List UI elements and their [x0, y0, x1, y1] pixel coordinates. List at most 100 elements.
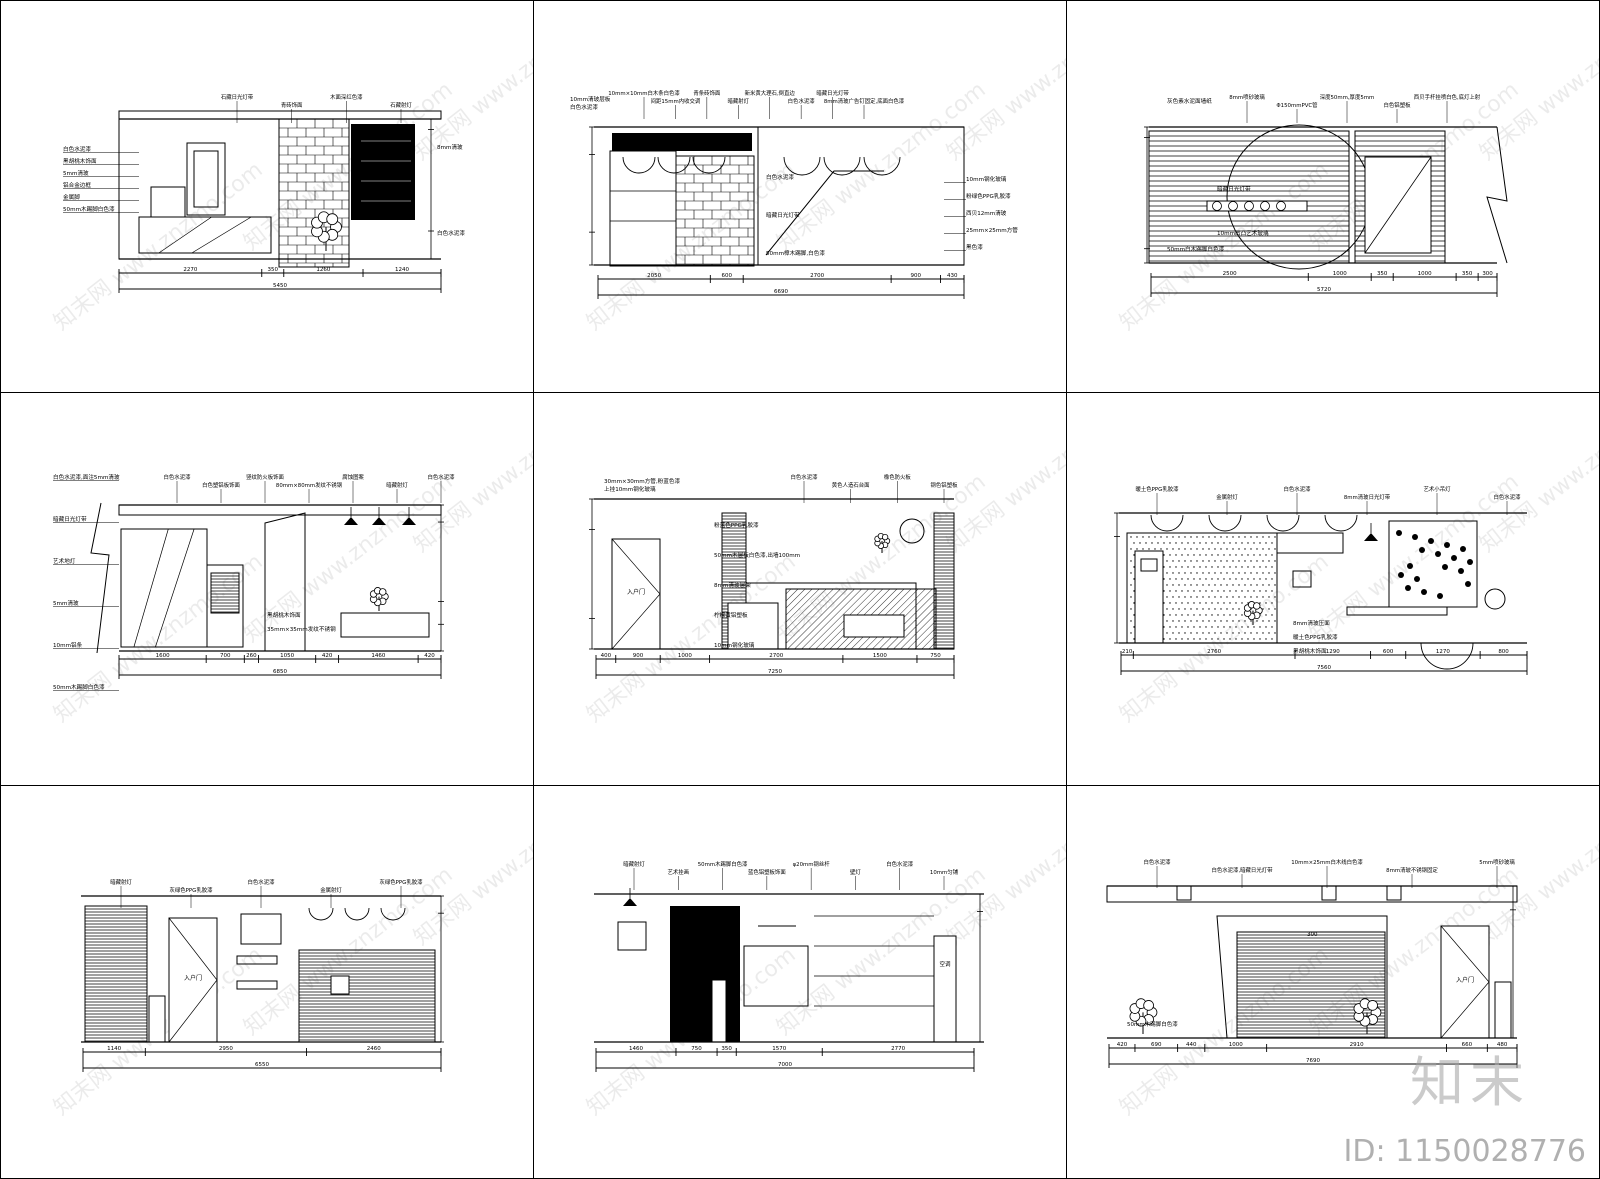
texture-dot [1160, 548, 1162, 550]
texture-dot [1166, 620, 1168, 622]
texture-dot [1130, 608, 1132, 610]
texture-dot [1166, 608, 1168, 610]
texture-dot [1223, 614, 1225, 616]
texture-dot [1175, 590, 1177, 592]
dimension-value: 300 [1482, 271, 1493, 277]
door-label: 入户门 [1456, 976, 1474, 984]
texture-dot [1232, 596, 1234, 598]
console-table [340, 612, 430, 638]
texture-dot [1274, 620, 1276, 622]
texture-dot [1181, 590, 1183, 592]
texture-dot [1178, 632, 1180, 634]
callout-label: 白色水泥漆 [63, 145, 91, 153]
painting-leaf [1428, 538, 1434, 544]
dimension-value: 1000 [1333, 271, 1347, 277]
dimension-value: 2760 [1207, 649, 1221, 655]
texture-dot [1238, 632, 1240, 634]
pvc-pipe [1228, 201, 1238, 211]
texture-dot [1265, 638, 1267, 640]
callout-label: 50mm樟木踢脚,白色漆 [766, 249, 825, 257]
texture-dot [1238, 560, 1240, 562]
callout-label: 5mm清玻 [53, 599, 79, 607]
dimension-value: 750 [691, 1046, 702, 1052]
texture-dot [1220, 536, 1222, 538]
door-vent [1140, 558, 1158, 572]
side-cabinet [1494, 981, 1512, 1039]
texture-dot [1133, 578, 1135, 580]
refrigerator [727, 602, 779, 650]
texture-dot [1133, 542, 1135, 544]
ceiling-block [1321, 885, 1337, 901]
callout-label: 青条砖饰面 [693, 89, 721, 97]
texture-dot [1208, 632, 1210, 634]
texture-dot [1229, 554, 1231, 556]
texture-dot [1205, 578, 1207, 580]
texture-dot [1217, 638, 1219, 640]
texture-dot [1217, 626, 1219, 628]
wall-picture [240, 913, 282, 945]
texture-dot [1175, 602, 1177, 604]
callout-label: 30mm×30mm方管,粉蓝色漆 [604, 477, 680, 485]
texture-dot [1205, 626, 1207, 628]
hatch-border [210, 572, 240, 614]
texture-dot [1193, 590, 1195, 592]
texture-dot [1241, 578, 1243, 580]
inner-callouts: 粉蓝色PPG乳胶漆50mm木层板白色漆,出墙100mm8mm清玻层架柠檬黄铝塑板… [714, 521, 800, 649]
callout-label: 白色塑铝板饰面 [202, 481, 240, 489]
texture-dot [1274, 560, 1276, 562]
texture-dot [1256, 548, 1258, 550]
texture-dot [1235, 602, 1237, 604]
texture-dot [1226, 608, 1228, 610]
texture-dot [1268, 608, 1270, 610]
texture-dot [1169, 554, 1171, 556]
texture-dot [1172, 608, 1174, 610]
callout-label: 35mm×35mm发纹不锈钢 [267, 625, 336, 633]
painting-leaf [1405, 585, 1411, 591]
texture-dot [1268, 548, 1270, 550]
texture-dot [1247, 554, 1249, 556]
dimension-value: 2270 [183, 267, 197, 273]
track-spotlight [623, 888, 637, 906]
texture-dot [1205, 566, 1207, 568]
dimension-value: 1140 [107, 1046, 121, 1052]
texture-dot [1130, 536, 1132, 538]
callout-label: 10mm钢化玻璃 [966, 175, 1007, 183]
pvc-pipe [1244, 201, 1254, 211]
texture-dot [1196, 536, 1198, 538]
texture-dot [1175, 626, 1177, 628]
texture-dot [1223, 602, 1225, 604]
texture-dot [1244, 560, 1246, 562]
watermark-text: 知末网 www.znzmo.com [1305, 863, 1523, 1041]
texture-dot [1199, 590, 1201, 592]
texture-dot [1169, 590, 1171, 592]
dimension-value: 2050 [647, 273, 661, 279]
texture-dot [1232, 560, 1234, 562]
texture-dot [1181, 602, 1183, 604]
callout-label: 8mm清玻日光灯带 [1344, 493, 1391, 501]
painting-leaf [1419, 547, 1425, 553]
watermark-text: 知末网 www.znzmo.com [1475, 1, 1600, 166]
painting-leaf [1458, 568, 1464, 574]
entry-door: 入户门 [1440, 925, 1490, 1039]
niche-shelving [609, 150, 677, 267]
texture-dot [1211, 614, 1213, 616]
texture-dot [1220, 632, 1222, 634]
ceiling-block [1386, 885, 1402, 901]
dimension-value: 350 [721, 1046, 732, 1052]
texture-dot [1142, 548, 1144, 550]
texture-dot [1274, 536, 1276, 538]
texture-dot [1259, 590, 1261, 592]
texture-dot [1268, 584, 1270, 586]
watermark-text: 知末网 www.znzmo.com [582, 158, 800, 336]
callout-label: 5mm清玻 [63, 169, 89, 177]
